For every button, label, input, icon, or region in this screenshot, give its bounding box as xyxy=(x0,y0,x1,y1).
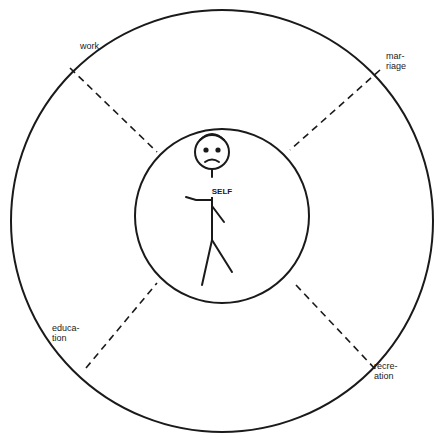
divider-line xyxy=(86,283,157,368)
divider-line xyxy=(296,285,378,372)
divider-lines xyxy=(70,68,380,372)
figure-eye xyxy=(216,148,219,151)
self-circle: SELF xyxy=(134,128,310,304)
life-area-label: educa- tion xyxy=(52,324,80,344)
life-area-label: recre- ation xyxy=(374,362,398,382)
figure-hair xyxy=(200,134,224,140)
figure-neck xyxy=(211,169,213,177)
self-label: SELF xyxy=(211,188,233,197)
life-area-label: work xyxy=(80,42,99,52)
figure-arm xyxy=(212,206,224,222)
divider-line xyxy=(70,68,157,152)
life-area-label: mar- riage xyxy=(386,52,406,72)
figure-leg xyxy=(212,240,232,272)
stick-figure xyxy=(186,134,232,285)
figure-eye xyxy=(204,148,207,151)
figure-arm xyxy=(186,197,212,200)
figure-head xyxy=(195,135,229,169)
outer-circle xyxy=(11,10,433,432)
divider-line xyxy=(290,70,380,150)
figure-leg xyxy=(202,240,212,285)
figure-mouth xyxy=(205,160,219,163)
